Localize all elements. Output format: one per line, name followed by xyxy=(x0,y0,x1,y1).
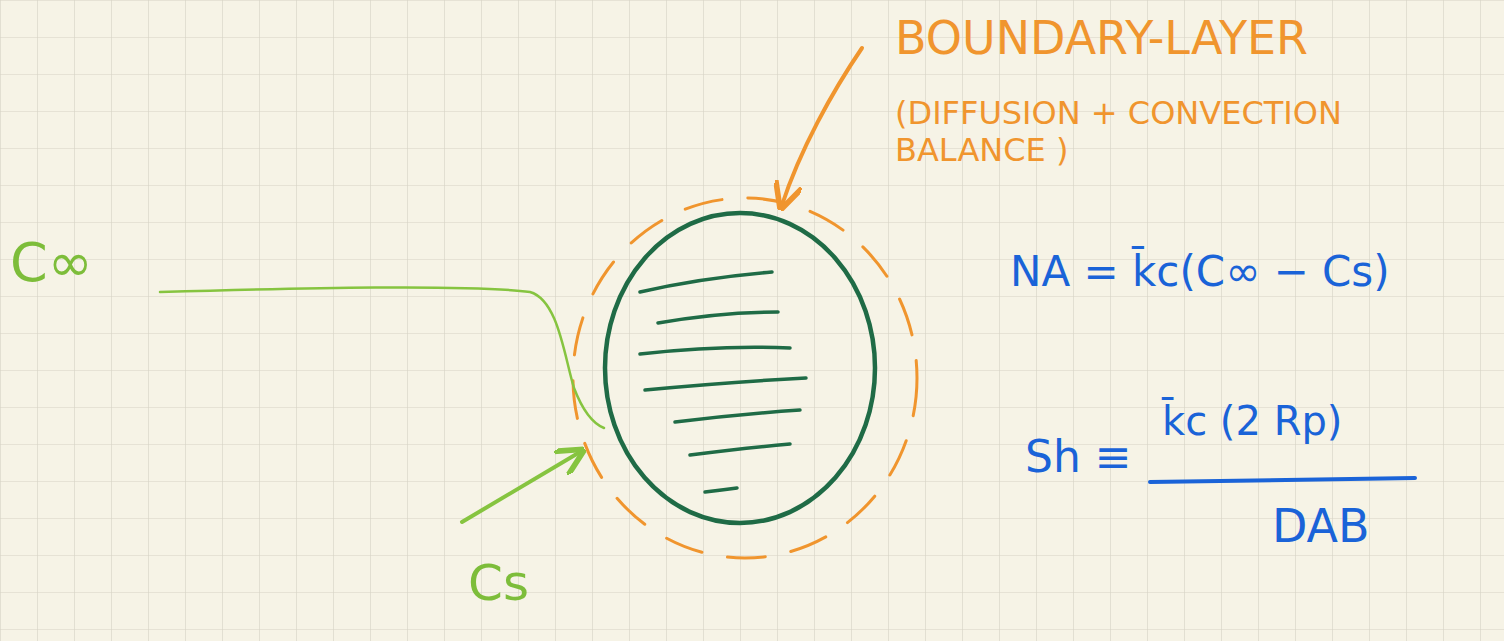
sherwood-symbol-holder: Sh ≡ xyxy=(1025,432,1132,483)
callout-note: (DIFFUSION + CONVECTION BALANCE ) xyxy=(895,95,1455,169)
sherwood-symbol: Sh ≡ xyxy=(1025,432,1132,483)
boundary-layer-outline xyxy=(573,198,917,558)
flux-equation-holder: NA = k̄c(C∞ − Cs) xyxy=(1010,248,1390,296)
surface-concentration: Cs xyxy=(468,555,529,613)
boundary-layer-pointer-arrow xyxy=(782,48,862,205)
particle-hatching xyxy=(640,272,806,492)
fraction-bar xyxy=(1150,478,1415,482)
callout-note-holder: (DIFFUSION + CONVECTION BALANCE ) xyxy=(895,95,1455,169)
concentration-profile xyxy=(160,287,604,428)
callout-title-holder: BOUNDARY-LAYER xyxy=(895,12,1308,65)
fraction-numerator-holder: k̄c (2 Rp) xyxy=(1162,398,1342,444)
bulk-concentration-holder: C∞ xyxy=(10,232,93,294)
bulk-concentration: C∞ xyxy=(10,232,93,294)
surface-concentration-holder: Cs xyxy=(468,555,529,613)
fraction-numerator: k̄c (2 Rp) xyxy=(1162,398,1342,444)
surface-pointer-arrow xyxy=(462,452,580,522)
fraction-denominator: DAB xyxy=(1272,500,1370,553)
particle-circle xyxy=(605,213,875,523)
flux-equation: NA = k̄c(C∞ − Cs) xyxy=(1010,248,1390,296)
fraction-denominator-holder: DAB xyxy=(1272,500,1370,553)
callout-title: BOUNDARY-LAYER xyxy=(895,12,1308,65)
